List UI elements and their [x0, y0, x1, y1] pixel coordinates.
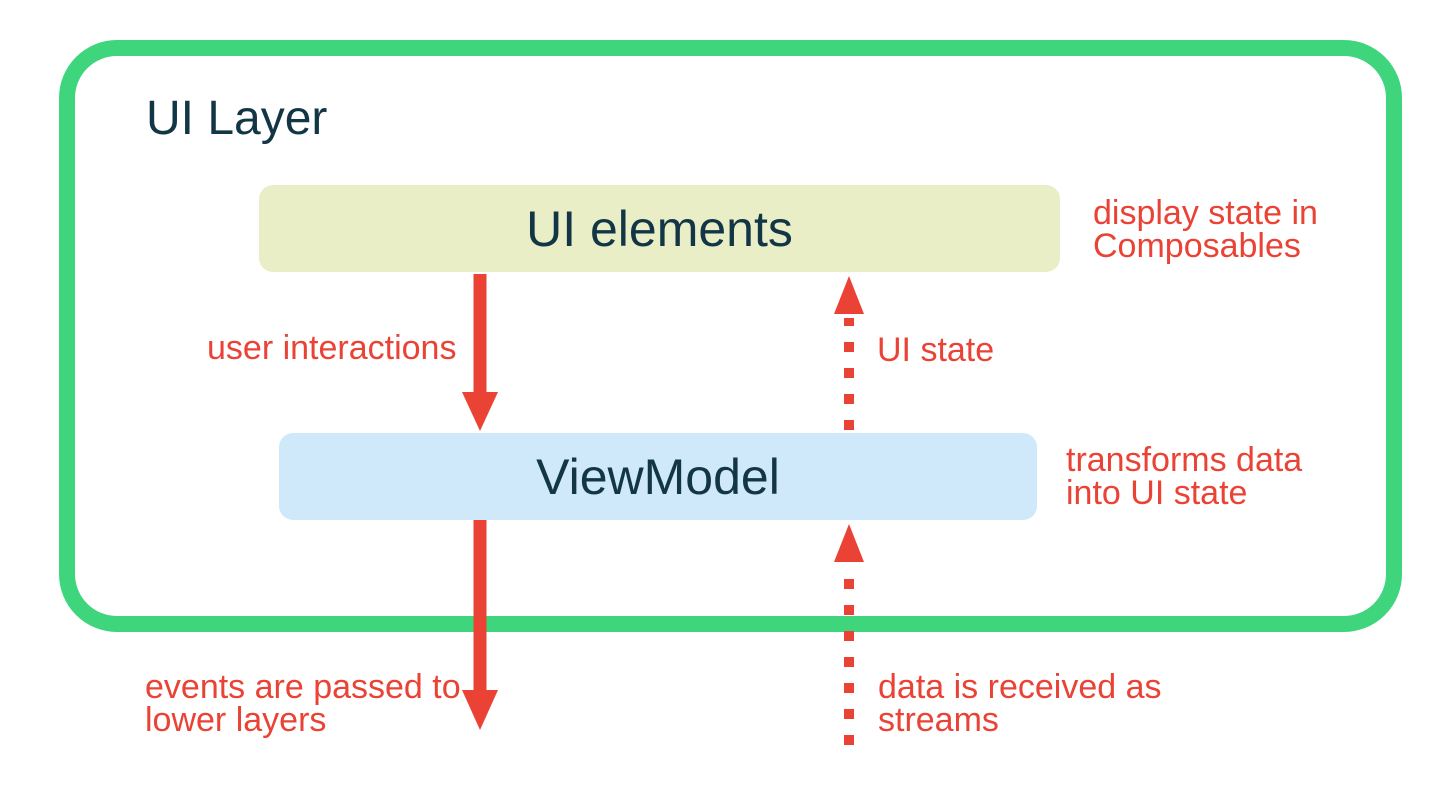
data-received-label: data is received as streams — [878, 668, 1162, 739]
transforms-data-label: transforms data into UI state — [1066, 441, 1303, 512]
display-state-label: display state in Composables — [1093, 194, 1318, 265]
display-state-line2: Composables — [1093, 227, 1301, 265]
panel-title: UI Layer — [146, 92, 328, 145]
events-passed-label: events are passed to lower layers — [145, 668, 461, 739]
transforms-data-line2: into UI state — [1066, 474, 1248, 512]
ui-state-label: UI state — [877, 331, 995, 369]
user-interactions-line1: user interactions — [207, 329, 457, 367]
display-state-line1: display state in — [1093, 194, 1318, 232]
ui-state-line1: UI state — [877, 331, 995, 369]
node-viewmodel-label: ViewModel — [536, 448, 780, 505]
user-interactions-label: user interactions — [207, 329, 457, 367]
node-viewmodel: ViewModel — [279, 433, 1037, 520]
node-ui-elements-label: UI elements — [526, 200, 793, 257]
ui-layer-panel — [59, 40, 1402, 632]
events-passed-line2: lower layers — [145, 701, 327, 739]
data-received-line1: data is received as — [878, 668, 1162, 706]
events-passed-line1: events are passed to — [145, 668, 461, 706]
node-ui-elements: UI elements — [259, 185, 1060, 272]
transforms-data-line1: transforms data — [1066, 441, 1303, 479]
data-received-line2: streams — [878, 701, 999, 739]
